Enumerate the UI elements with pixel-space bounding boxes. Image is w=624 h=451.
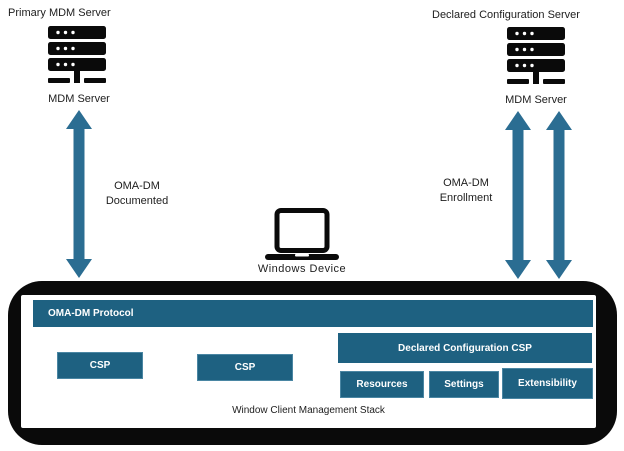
windows-device-label: Windows Device bbox=[257, 263, 347, 275]
server-rack-icon bbox=[507, 27, 565, 84]
settings-box: Settings bbox=[429, 371, 499, 398]
stack-caption: Window Client Management Stack bbox=[232, 405, 385, 416]
documented-line2: Documented bbox=[105, 195, 169, 207]
csp-box-left: CSP bbox=[57, 352, 143, 379]
enrollment-line1: OMA-DM bbox=[443, 177, 489, 189]
oma-dm-documented-arrow-icon bbox=[66, 110, 92, 278]
laptop-icon bbox=[265, 208, 339, 260]
oma-dm-enrollment-arrow-icon bbox=[546, 111, 572, 279]
enrollment-line2: Enrollment bbox=[439, 192, 493, 204]
primary-server-label: MDM Server bbox=[48, 93, 110, 105]
declared-server-label: MDM Server bbox=[505, 94, 567, 106]
enrollment-connection-label: OMA-DM Enrollment bbox=[421, 176, 511, 206]
declared-configuration-csp-box: Declared Configuration CSP bbox=[338, 333, 592, 363]
declared-server-title: Declared Configuration Server bbox=[432, 9, 580, 21]
resources-box: Resources bbox=[340, 371, 424, 398]
documented-connection-label: OMA-DM Documented bbox=[92, 179, 182, 209]
oma-dm-protocol-bar: OMA-DM Protocol bbox=[33, 300, 593, 327]
oma-dm-enrollment-arrow-icon bbox=[505, 111, 531, 279]
primary-server-title: Primary MDM Server bbox=[8, 7, 111, 19]
extensibility-box: Extensibility bbox=[502, 368, 593, 399]
server-rack-icon bbox=[48, 26, 106, 83]
csp-box-middle: CSP bbox=[197, 354, 293, 381]
management-stack-outline: OMA-DM Protocol CSP CSP Declared Configu… bbox=[8, 281, 617, 445]
management-stack-panel: OMA-DM Protocol CSP CSP Declared Configu… bbox=[21, 295, 596, 428]
documented-line1: OMA-DM bbox=[114, 180, 160, 192]
